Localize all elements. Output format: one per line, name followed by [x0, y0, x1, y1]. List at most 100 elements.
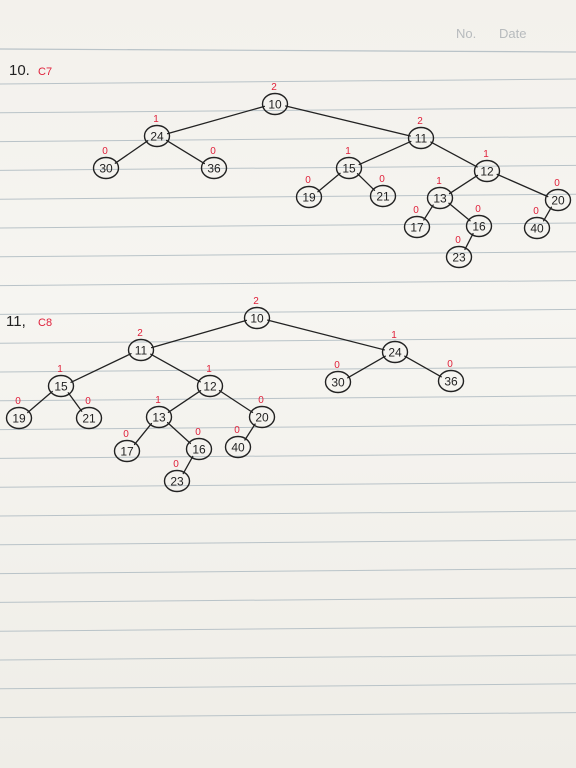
p11-node-key: 10 — [250, 312, 264, 326]
p10-edge-16-23 — [464, 232, 474, 251]
p11-edge-15-19 — [27, 390, 53, 414]
ruled-line — [0, 280, 576, 287]
p10-balance-factor: 0 — [475, 204, 481, 215]
p11-node-circle — [75, 406, 103, 430]
p10-node-key: 24 — [150, 130, 164, 144]
p11-node-circle — [113, 439, 141, 463]
ruled-line — [0, 596, 576, 603]
p10-node-circle — [523, 216, 551, 240]
p11-node-key: 20 — [255, 411, 269, 425]
ruled-line — [0, 251, 576, 258]
p10-node-key: 36 — [207, 162, 221, 176]
p11-balance-factor: 2 — [137, 328, 143, 339]
p11-balance-factor: 0 — [258, 395, 264, 406]
p10-node-circle — [445, 245, 473, 269]
p11-balance-factor: 1 — [155, 395, 161, 406]
p10-node-16: 160 — [465, 204, 493, 238]
p10-node-21: 210 — [369, 174, 397, 208]
p11-node-circle — [324, 370, 352, 394]
p11-node-key: 17 — [120, 445, 134, 459]
p10-node-circle — [261, 92, 289, 116]
p11-node-17: 170 — [113, 429, 141, 463]
p11-edge-13-16 — [166, 421, 192, 445]
p10-node-23: 230 — [445, 235, 473, 269]
avl-tree-problem-11: 1021122413003601511902101211311701602302… — [5, 296, 465, 493]
p10-edge-12-20 — [496, 173, 549, 198]
p10-node-key: 11 — [415, 132, 428, 146]
p10-node-circle — [407, 126, 435, 150]
p10-node-key: 19 — [302, 191, 316, 205]
p11-balance-factor: 0 — [234, 425, 240, 436]
ruled-line — [0, 107, 576, 114]
ruled-line — [0, 683, 576, 690]
p10-balance-factor: 1 — [483, 149, 489, 160]
p10-node-key: 12 — [480, 165, 494, 179]
ruled-line — [0, 625, 576, 632]
p11-node-key: 23 — [170, 475, 184, 489]
p10-node-17: 170 — [403, 205, 431, 239]
p11-edge-15-21 — [67, 392, 83, 412]
p10-node-key: 13 — [433, 192, 447, 206]
p10-node-circle — [544, 188, 572, 212]
problem-10-number: 10. — [9, 62, 30, 79]
p11-node-key: 21 — [82, 412, 96, 426]
p11-node-key: 40 — [231, 441, 245, 455]
p11-node-circle — [145, 405, 173, 429]
p10-edge-15-19 — [317, 172, 341, 193]
p10-edge-24-30 — [114, 140, 149, 164]
p11-balance-factor: 0 — [85, 396, 91, 407]
p11-balance-factor: 1 — [57, 364, 63, 375]
p11-edge-12-13 — [167, 390, 202, 413]
p10-balance-factor: 0 — [102, 146, 108, 157]
p11-node-10: 102 — [243, 296, 271, 330]
no-label: No. — [456, 26, 477, 41]
p11-balance-factor: 2 — [253, 296, 259, 307]
p10-node-circle — [465, 214, 493, 238]
ruled-line — [0, 654, 576, 661]
avl-tree-problem-10: 1022413003601121511902101211311701602302… — [92, 82, 572, 269]
p11-node-21: 210 — [75, 396, 103, 430]
p10-node-circle — [369, 184, 397, 208]
p11-balance-factor: 0 — [447, 359, 453, 370]
p10-node-key: 10 — [268, 98, 282, 112]
p10-edge-15-21 — [356, 173, 376, 191]
p10-edge-13-17 — [423, 204, 434, 221]
p11-node-circle — [224, 435, 252, 459]
ruled-line — [0, 539, 576, 546]
p10-node-key: 23 — [452, 251, 466, 265]
p11-node-key: 12 — [203, 380, 217, 394]
p11-node-36: 360 — [437, 359, 465, 393]
p10-node-36: 360 — [200, 146, 228, 180]
ruled-line — [0, 568, 576, 575]
ruled-line — [0, 164, 576, 171]
p10-node-30: 300 — [92, 146, 120, 180]
p11-node-circle — [248, 405, 276, 429]
p10-node-key: 16 — [472, 220, 486, 234]
p10-node-key: 17 — [410, 221, 424, 235]
p10-balance-factor: 0 — [533, 206, 539, 217]
p11-node-30: 300 — [324, 360, 352, 394]
p10-node-circle — [295, 185, 323, 209]
ruled-line — [0, 424, 576, 431]
p10-balance-factor: 1 — [153, 114, 159, 125]
p11-node-circle — [163, 469, 191, 493]
p11-node-24: 241 — [381, 330, 409, 364]
p10-node-circle — [473, 159, 501, 183]
p11-node-circle — [243, 306, 271, 330]
ruled-line — [0, 193, 576, 200]
p10-balance-factor: 0 — [455, 235, 461, 246]
p10-node-15: 151 — [335, 146, 363, 180]
p11-node-11: 112 — [127, 328, 155, 362]
ruled-line — [0, 712, 576, 719]
p11-edge-10-24 — [267, 319, 385, 351]
p11-node-circle — [381, 340, 409, 364]
p11-balance-factor: 0 — [173, 459, 179, 470]
date-label: Date — [499, 26, 527, 41]
p11-node-key: 13 — [152, 411, 166, 425]
p10-node-13: 131 — [426, 176, 454, 210]
p10-balance-factor: 2 — [271, 82, 277, 93]
p10-edge-10-24 — [166, 105, 266, 135]
p11-node-19: 190 — [5, 396, 33, 430]
p10-balance-factor: 1 — [345, 146, 351, 157]
